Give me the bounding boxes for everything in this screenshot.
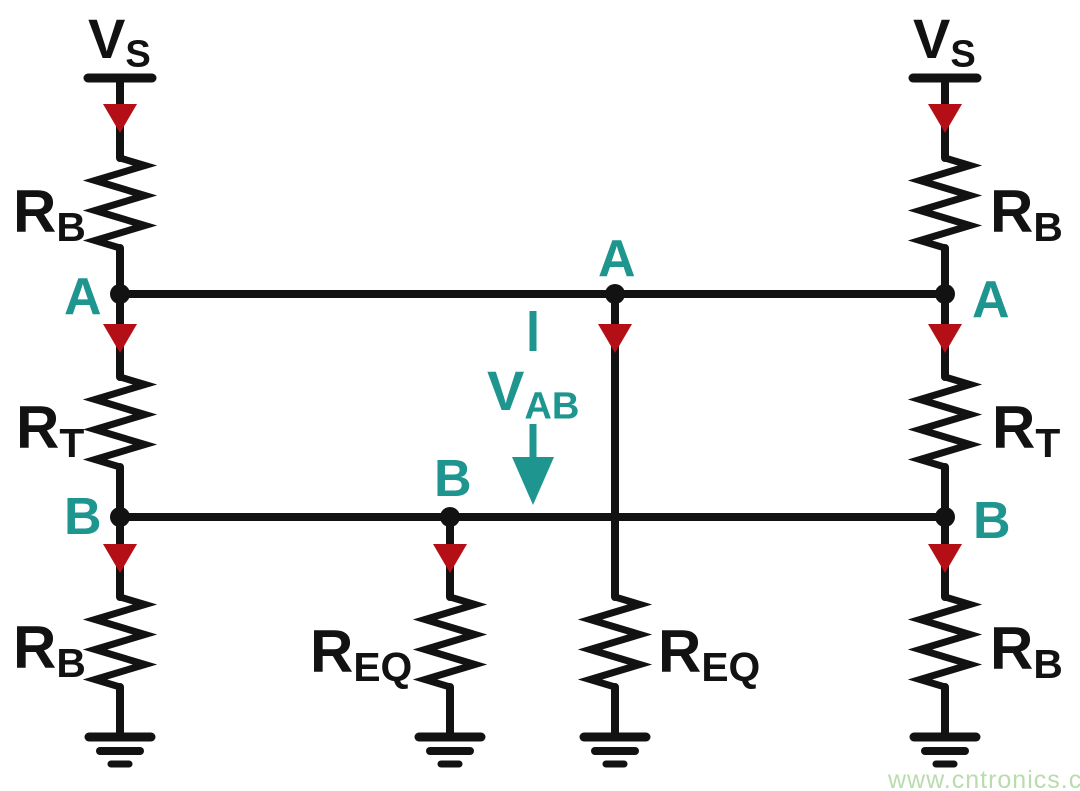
current-arrow-icons — [103, 104, 962, 573]
resistor-rb-right-top-icon — [907, 154, 983, 252]
label-node-a-left: A — [64, 268, 102, 326]
label-vab: VAB — [487, 359, 580, 428]
label-rb-left-bottom: RB — [13, 614, 86, 686]
label-req-right: REQ — [658, 618, 761, 690]
ground-icon-mid-b — [414, 732, 486, 768]
resistor-rb-right-bottom-icon — [907, 593, 983, 691]
label-rb-left-top: RB — [13, 178, 86, 250]
resistor-req-right-icon — [577, 593, 653, 691]
ground-icon-right — [909, 732, 981, 768]
label-rb-right-bottom: RB — [990, 615, 1063, 687]
label-rb-right-top: RB — [990, 178, 1063, 250]
label-node-b-left: B — [64, 488, 102, 546]
vab-arrow-icon — [512, 311, 554, 505]
site-watermark: www.cntronics.com — [888, 766, 1080, 791]
label-node-a-mid: A — [598, 230, 636, 288]
resistor-rt-left-icon — [82, 373, 158, 471]
label-vs-left: VS — [88, 7, 151, 76]
label-req-left: REQ — [310, 618, 413, 690]
label-rt-left: RT — [16, 394, 85, 466]
label-node-a-right: A — [972, 271, 1010, 329]
ground-icon-left — [84, 732, 156, 768]
resistor-rb-left-top-icon — [82, 154, 158, 252]
label-rt-right: RT — [992, 394, 1061, 466]
resistor-rb-left-bottom-icon — [82, 593, 158, 691]
resistor-rt-right-icon — [907, 373, 983, 471]
resistor-req-left-icon — [412, 593, 488, 691]
label-vs-right: VS — [913, 7, 976, 76]
junction-dots — [110, 284, 955, 527]
ground-icon-mid-a — [579, 732, 651, 768]
label-node-b-right: B — [973, 492, 1011, 550]
label-node-b-mid: B — [434, 450, 472, 508]
